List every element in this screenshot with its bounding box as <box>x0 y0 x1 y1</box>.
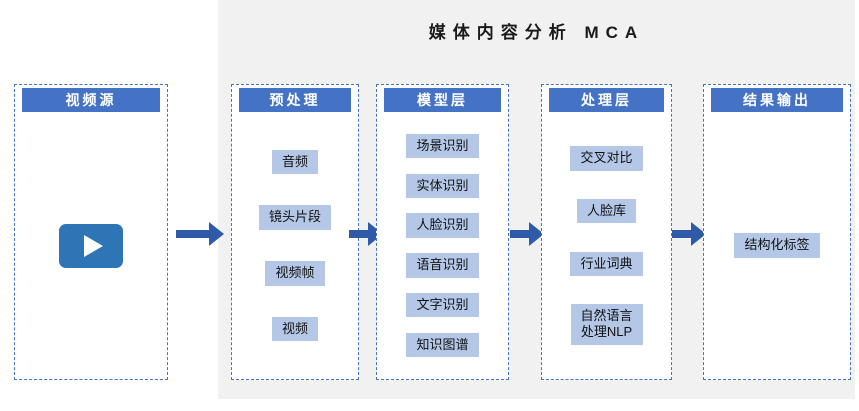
flow-arrow <box>510 222 544 246</box>
flow-item: 结构化标签 <box>734 233 820 258</box>
column-video-source: 视频源 <box>14 84 168 380</box>
column-body: 交叉对比 人脸库 行业词典 自然语言处理NLP <box>542 112 671 379</box>
column-result-output: 结果输出 结构化标签 <box>703 84 851 380</box>
flow-item: 知识图谱 <box>406 333 479 358</box>
arrow-stem <box>672 230 693 238</box>
column-body: 场景识别 实体识别 人脸识别 语音识别 文字识别 知识图谱 <box>377 112 508 379</box>
flow-item: 行业词典 <box>570 251 643 276</box>
flow-item: 音频 <box>271 149 318 174</box>
column-header: 视频源 <box>22 88 160 112</box>
arrow-stem <box>176 230 211 238</box>
column-preprocessing: 预处理 音频 镜头片段 视频帧 视频 <box>231 84 359 380</box>
column-body <box>15 112 167 379</box>
play-button <box>59 223 123 268</box>
flow-item: 镜头片段 <box>258 205 331 230</box>
flow-arrow <box>176 222 224 246</box>
flow-item: 交叉对比 <box>570 146 643 171</box>
column-header: 模型层 <box>384 88 501 112</box>
flow-arrow <box>672 222 706 246</box>
flow-item: 人脸库 <box>576 198 636 224</box>
column-body: 音频 镜头片段 视频帧 视频 <box>232 112 358 379</box>
column-header: 处理层 <box>549 88 664 112</box>
column-header: 结果输出 <box>711 88 843 112</box>
column-processing-layer: 处理层 交叉对比 人脸库 行业词典 自然语言处理NLP <box>541 84 672 380</box>
flow-item: 视频 <box>271 317 318 342</box>
play-icon <box>83 234 103 257</box>
flow-item: 文字识别 <box>406 293 479 318</box>
arrow-head-icon <box>691 222 706 246</box>
flow-item: 场景识别 <box>406 133 479 158</box>
arrow-stem <box>349 230 370 238</box>
flow-item: 自然语言处理NLP <box>570 304 643 345</box>
flow-item: 语音识别 <box>406 253 479 278</box>
flow-item: 实体识别 <box>406 173 479 198</box>
column-body: 结构化标签 <box>704 112 850 379</box>
diagram-title: 媒体内容分析 MCA <box>428 23 645 42</box>
flow-item: 视频帧 <box>265 261 325 286</box>
arrow-head-icon <box>529 222 544 246</box>
flow-item: 人脸识别 <box>406 213 479 238</box>
column-model-layer: 模型层 场景识别 实体识别 人脸识别 语音识别 文字识别 知识图谱 <box>376 84 509 380</box>
column-header: 预处理 <box>239 88 351 112</box>
arrow-stem <box>510 230 531 238</box>
arrow-head-icon <box>209 222 224 246</box>
